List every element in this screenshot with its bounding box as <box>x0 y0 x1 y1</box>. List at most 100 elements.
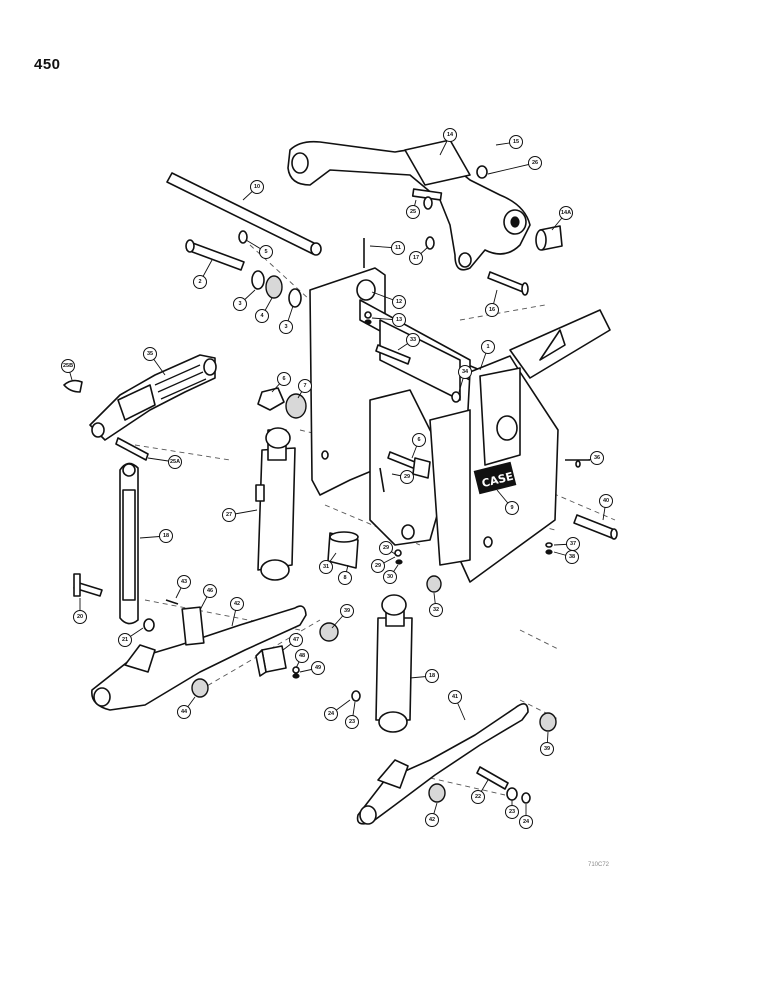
callout-circle <box>338 571 352 585</box>
callout-25a: 25A <box>168 455 182 469</box>
pin-22 <box>476 766 509 790</box>
callout-label: 33 <box>410 337 416 343</box>
callout-circle <box>448 690 462 704</box>
callout-circle <box>168 455 182 469</box>
callout-7: 7 <box>298 379 312 393</box>
callout-17: 17 <box>409 251 423 265</box>
callout-circle <box>400 470 414 484</box>
callout-circle <box>289 633 303 647</box>
callout-circle <box>425 669 439 683</box>
callout-circle <box>471 790 485 804</box>
callout-label: 25B <box>63 363 73 369</box>
callout-circle <box>177 575 191 589</box>
callout-circle <box>345 715 359 729</box>
callout-circle <box>295 649 309 663</box>
callout-label: 23 <box>349 719 355 725</box>
callout-circle <box>485 303 499 317</box>
callout-circle <box>528 156 542 170</box>
callout-11: 11 <box>391 241 405 255</box>
callout-24: 24 <box>519 815 533 829</box>
callout-12: 12 <box>392 295 406 309</box>
pin-31 <box>327 531 359 569</box>
callout-label: 46 <box>207 588 213 594</box>
callout-38: 38 <box>565 550 579 564</box>
callout-label: 42 <box>429 817 435 823</box>
callout-circle <box>222 508 236 522</box>
callout-circle <box>298 379 312 393</box>
callout-39: 39 <box>340 604 354 618</box>
callout-circle <box>203 584 217 598</box>
callout-label: 11 <box>395 245 401 251</box>
callout-label: 4 <box>260 313 264 319</box>
callout-3: 3 <box>279 320 293 334</box>
callout-25b: 25B <box>61 359 75 373</box>
drawing-code: 710C72 <box>588 862 610 868</box>
callout-circle <box>481 340 495 354</box>
callout-13: 13 <box>392 313 406 327</box>
callout-circle <box>230 597 244 611</box>
callout-circle <box>379 541 393 555</box>
bushing-39-right <box>539 712 557 732</box>
bolt-8 <box>387 451 431 479</box>
callout-label: 6 <box>282 376 285 382</box>
callout-circle <box>509 135 523 149</box>
callout-circle <box>429 603 443 617</box>
callout-18: 18 <box>159 529 173 543</box>
callout-29: 29 <box>371 559 385 573</box>
callout-label: 20 <box>77 614 83 620</box>
callout-35: 35 <box>143 347 157 361</box>
callout-label: 29 <box>375 563 381 569</box>
callout-circle <box>458 365 472 379</box>
small-washers <box>143 165 590 804</box>
callout-8: 8 <box>338 571 352 585</box>
callout-42: 42 <box>230 597 244 611</box>
callout-label: 6 <box>417 437 420 443</box>
snap-rings-and-bushing <box>238 230 302 308</box>
callout-label: 38 <box>569 554 575 560</box>
callout-42: 42 <box>425 813 439 827</box>
callout-label: 36 <box>594 455 600 461</box>
callout-circle <box>143 347 157 361</box>
callout-label: 34 <box>462 369 469 375</box>
callout-label: 25A <box>170 459 180 465</box>
callout-circle <box>340 604 354 618</box>
callout-circle <box>391 241 405 255</box>
callout-34: 34 <box>458 365 472 379</box>
callout-25: 25 <box>406 205 420 219</box>
callout-label: 12 <box>396 299 402 305</box>
pin-25a <box>115 437 149 461</box>
callout-label: 41 <box>452 694 458 700</box>
bushing-39-left <box>319 622 339 642</box>
callout-label: 39 <box>544 746 550 752</box>
callout-47: 47 <box>289 633 303 647</box>
callout-30: 30 <box>383 570 397 584</box>
callout-4: 4 <box>255 309 269 323</box>
case-logo-plate: CASE <box>473 461 517 495</box>
callout-37: 37 <box>566 537 580 551</box>
callout-circle <box>311 661 325 675</box>
callout-label: 37 <box>570 541 576 547</box>
callout-label: 7 <box>303 383 306 389</box>
callout-label: 42 <box>234 601 240 607</box>
callout-2: 2 <box>193 275 207 289</box>
callout-circle <box>540 742 554 756</box>
rockshaft-10 <box>166 172 322 256</box>
callout-44: 44 <box>177 705 191 719</box>
callout-1: 1 <box>481 340 495 354</box>
callout-3: 3 <box>233 297 247 311</box>
callout-label: 39 <box>344 608 350 614</box>
callout-16: 16 <box>485 303 499 317</box>
callout-label: 9 <box>510 505 513 511</box>
lift-link-18 <box>119 462 139 625</box>
bracket-47 <box>255 645 287 677</box>
pin-20 <box>73 573 103 597</box>
page-number: 450 <box>34 56 61 73</box>
callout-46: 46 <box>203 584 217 598</box>
callout-label: 29 <box>383 545 389 551</box>
callout-circle <box>73 610 87 624</box>
callout-circle <box>565 550 579 564</box>
bushing-44 <box>191 678 209 698</box>
callout-circle <box>324 707 338 721</box>
callout-circle <box>409 251 423 265</box>
callout-label: 48 <box>299 653 305 659</box>
